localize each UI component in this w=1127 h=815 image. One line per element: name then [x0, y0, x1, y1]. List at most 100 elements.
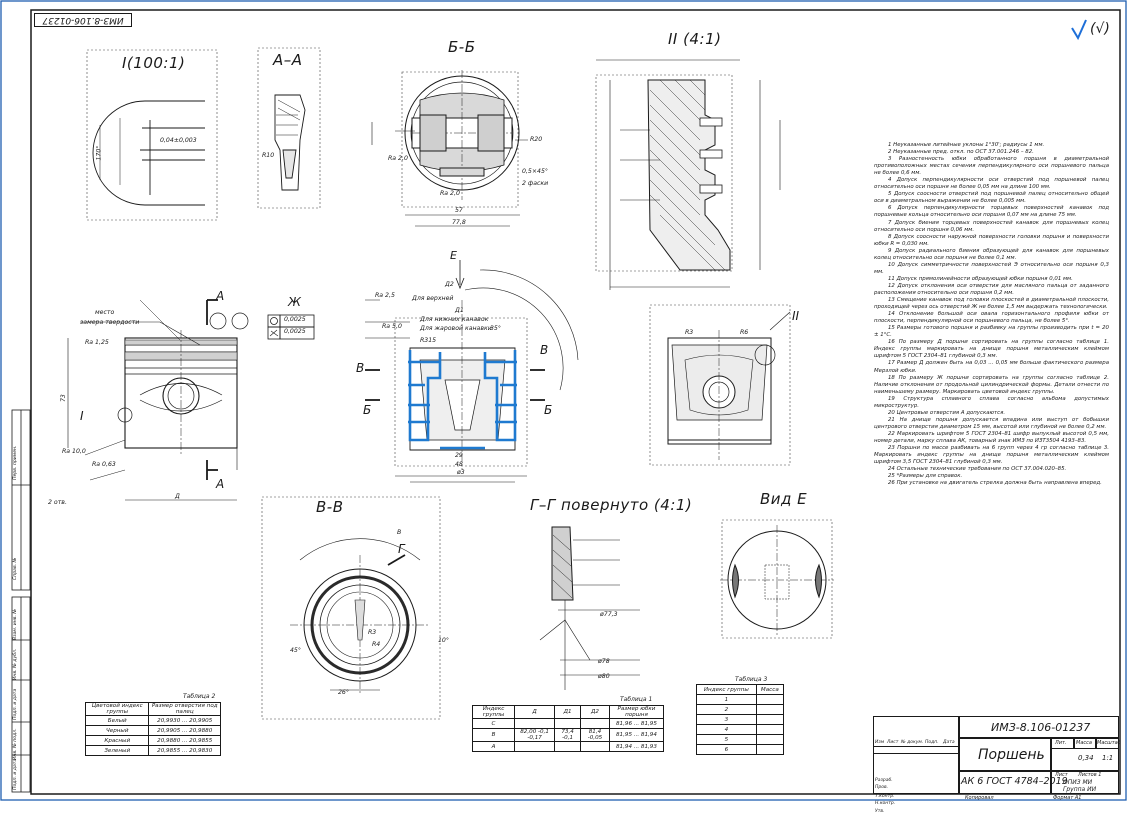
table-cell: 82,00 -0,1 -0,17	[514, 728, 556, 742]
left-tab-label: Подп. и дата	[13, 758, 18, 790]
label-B-left: Б	[363, 403, 372, 417]
note-item: 5 Допуск соосности отверстий под поршнев…	[874, 191, 1109, 205]
label-R20: R20	[530, 136, 543, 143]
note-item: 12 Допуск отклонения оси отверстия для м…	[874, 282, 1109, 296]
table1-caption: Таблица 1	[620, 696, 653, 703]
label-Ra20-1: Ra 2,0	[388, 155, 408, 162]
detail-II-title: II (4:1)	[668, 30, 722, 48]
tb-role: Пров.	[875, 785, 889, 790]
label-V-right: В	[540, 343, 549, 357]
table-cell	[755, 714, 785, 725]
section-BB-title: Б-Б	[448, 38, 476, 56]
table-cell: Зеленый	[84, 745, 150, 756]
tb-scale: Масштаб	[1097, 740, 1121, 746]
label-10deg: 10°	[438, 637, 449, 644]
table3-caption: Таблица 3	[735, 676, 768, 683]
label-detail-I-angle: 170°	[95, 145, 103, 161]
table-cell: 81,94 ... 81,93	[608, 741, 665, 752]
section-GG-title: Г–Г повернуто (4:1)	[530, 496, 693, 514]
note-item: 1 Неуказанные литейные уклоны 1°30'; рад…	[888, 142, 1045, 148]
label-B: В	[397, 529, 402, 536]
section-AA	[257, 47, 321, 209]
tb-role: Подп.	[925, 740, 939, 745]
table-cell: 20,9905 ... 20,9880	[148, 725, 221, 736]
table-cell: Красный	[84, 735, 150, 746]
note-item: 11 Допуск прямолинейности образующей юбк…	[888, 275, 1073, 282]
note-item: 9 Допуск радиального биения образующей д…	[874, 247, 1109, 261]
table-cell: Черный	[84, 725, 150, 736]
tb-sheet: Лист	[1055, 772, 1068, 778]
note-item: 26 При установке на двигатель стрелка до…	[888, 480, 1102, 487]
label-G: Г	[398, 542, 405, 556]
table-row: 4	[696, 724, 785, 735]
table-cell: Белый	[84, 715, 150, 726]
tb-role: Н.контр.	[875, 801, 896, 806]
left-tab-label: Взам. инв. №	[13, 608, 18, 640]
detail-I-title: I(100:1)	[122, 54, 186, 72]
note-item: 14 Отклонение большой оси овала горизонт…	[874, 311, 1109, 325]
table-cell: 1	[696, 694, 757, 705]
table-cell: 3	[696, 714, 757, 725]
label-26: 26°	[338, 689, 349, 696]
note-item: 23 Поршни по массе разбивать на 6 групп …	[874, 445, 1109, 466]
label-I-mark: I	[80, 409, 84, 423]
tb-format: Формат А1	[1053, 795, 1082, 801]
note-item: 18 По размеру Ж поршни сортировать на гр…	[874, 374, 1109, 395]
label-E-arrow: Е	[450, 249, 457, 262]
section-AA-title: А–А	[273, 51, 303, 69]
note-item: 21 На днище поршня допускается впадина и…	[874, 416, 1109, 430]
note-item: 13 Смещение канавок под головки плоскост…	[874, 297, 1109, 311]
table-header-cell: Д1	[554, 705, 582, 719]
table-header-cell: Масса	[755, 684, 785, 695]
check-icon	[1071, 19, 1087, 41]
label-773: ø77,3	[600, 611, 618, 618]
table-cell	[580, 718, 610, 729]
label-Zh-tol-1: 0,0025	[284, 316, 306, 323]
tb-role: Изм	[875, 740, 885, 745]
label-35: 35°	[490, 325, 501, 332]
note-item: 16 По размеру Д поршни сортировать на гр…	[874, 339, 1109, 360]
label-Ra100: Ra 10,0	[62, 448, 86, 455]
tb-role: Разраб.	[875, 778, 893, 783]
table-cell	[514, 718, 556, 729]
label-D: Д	[175, 493, 180, 500]
tb-material: АК 6 ГОСТ 4784–2019	[961, 776, 1068, 787]
table-cell: 73,4 -0,1	[554, 728, 582, 742]
tb-copied: Копировал	[965, 795, 994, 801]
note-item: 24 Остальные технические требования по О…	[888, 466, 1067, 473]
tb-sheets: Листов 1	[1078, 772, 1102, 778]
table-cell: 81,4 -0,05	[580, 728, 610, 742]
table-header-cell: Индекс группы	[696, 684, 757, 695]
central-section	[365, 260, 579, 483]
label-78: ø78	[598, 658, 610, 665]
section-VV-title: В-В	[316, 498, 344, 516]
table-cell	[554, 718, 582, 729]
label-2faces: 2 фаски	[522, 180, 549, 187]
left-tab-label: Перв. примен.	[13, 445, 18, 481]
table-cell: 6	[696, 744, 757, 755]
label-R6: R6	[740, 329, 749, 336]
detail-II	[595, 59, 781, 290]
left-tab-label: Инв. № подл.	[13, 728, 18, 760]
table-row: 2	[696, 704, 785, 715]
tb-name: Поршень	[978, 747, 1045, 763]
left-tab-label: Справ. №	[13, 557, 18, 580]
table-cell: В	[471, 728, 516, 742]
table-cell	[554, 741, 582, 752]
table-cell: 81,96 ... 81,95	[608, 718, 665, 729]
table-cell: 2	[696, 704, 757, 715]
label-80: ø80	[598, 673, 610, 680]
note-item: 25 *Размеры для справок.	[888, 473, 963, 480]
table-cell	[755, 724, 785, 735]
table-cell: С	[471, 718, 516, 729]
title-block: ИМЗ-8.106-01237 Поршень АК 6 ГОСТ 4784–2…	[873, 716, 1121, 814]
note-item: 4 Допуск перпендикулярности оси отверсти…	[874, 177, 1109, 191]
tb-org2: Группа ИИ	[1063, 786, 1097, 793]
note-item: 17 Размер Д должен быть на 0,03 ... 0,05…	[874, 360, 1109, 374]
label-Ra063: Ra 0,63	[92, 461, 116, 468]
